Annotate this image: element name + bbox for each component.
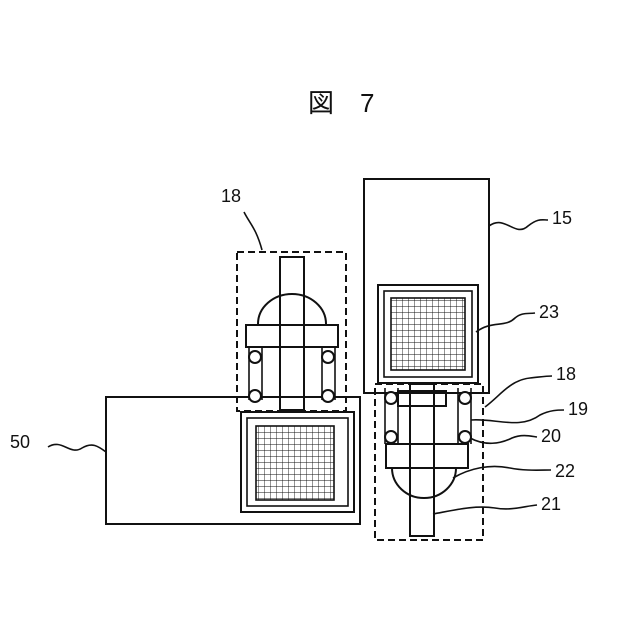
right-bearing-4 <box>459 431 471 443</box>
label-18-top: 18 <box>221 186 241 206</box>
right-bearing-3 <box>385 431 397 443</box>
label-18-right: 18 <box>556 364 576 384</box>
left-grid-panel <box>241 412 354 512</box>
right-bearing-2 <box>459 392 471 404</box>
left-bearing-2 <box>322 351 334 363</box>
leader-50 <box>48 444 106 452</box>
left-carriage <box>246 325 338 347</box>
label-21: 21 <box>541 494 561 514</box>
grid-panel-23 <box>378 285 478 383</box>
right-dome <box>392 468 456 498</box>
leader-18-top <box>244 212 262 250</box>
leader-19 <box>471 410 564 423</box>
left-dome <box>258 294 326 324</box>
right-carriage <box>386 444 468 468</box>
right-bearing-1 <box>385 392 397 404</box>
left-bearing-3 <box>249 390 261 402</box>
dashed-box-18-left <box>237 252 346 411</box>
label-20: 20 <box>541 426 561 446</box>
label-23: 23 <box>539 302 559 322</box>
left-bearing-1 <box>249 351 261 363</box>
label-19: 19 <box>568 399 588 419</box>
label-50: 50 <box>10 432 30 452</box>
label-22: 22 <box>555 461 575 481</box>
leader-21 <box>433 505 537 514</box>
dashed-box-18-right <box>375 384 483 540</box>
leader-23 <box>476 313 535 332</box>
left-rod <box>280 257 304 410</box>
figure-title: 図 7 <box>308 88 374 118</box>
left-bearing-4 <box>322 390 334 402</box>
label-15: 15 <box>552 208 572 228</box>
leader-15 <box>489 220 548 230</box>
leader-20 <box>470 436 537 444</box>
leader-18-right <box>485 376 552 407</box>
